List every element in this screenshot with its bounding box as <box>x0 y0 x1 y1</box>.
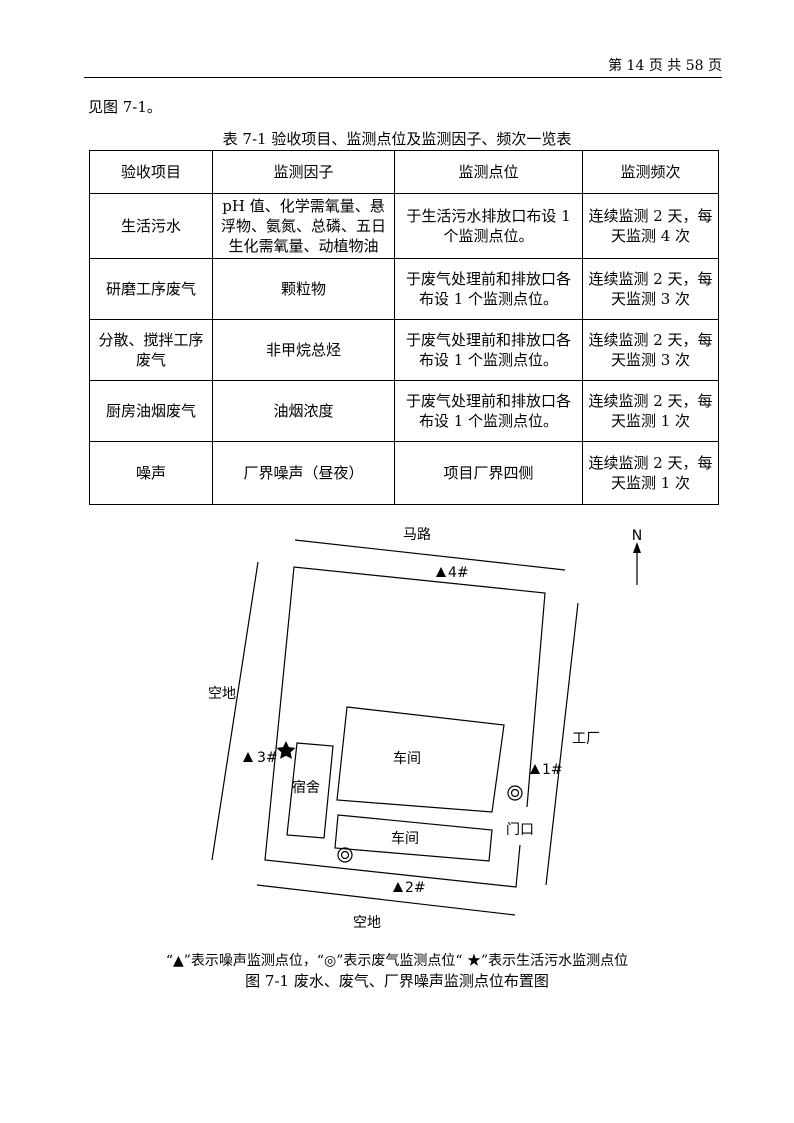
noise-point-triangle-icon <box>393 882 403 892</box>
east-boundary-line <box>545 602 579 886</box>
point-4-label: 4# <box>448 565 469 581</box>
dormitory-building <box>286 742 334 839</box>
workshop-2-label: 车间 <box>391 830 419 847</box>
south-boundary-line <box>256 884 516 916</box>
table-caption: 表 7-1 验收项目、监测点位及监测因子、频次一览表 <box>222 130 572 148</box>
figure-caption: 图 7-1 废水、废气、厂界噪声监测点位布置图 <box>245 972 549 990</box>
table-cell: 分散、搅拌工序废气 <box>89 319 213 381</box>
point-1-label: 1# <box>542 762 563 778</box>
table-cell: 于生活污水排放口布设 1 个监测点位。 <box>394 193 583 259</box>
table-header-row: 验收项目 监测因子 监测点位 监测频次 <box>89 150 719 194</box>
table-cell: 连续监测 2 天，每天监测 3 次 <box>582 319 719 381</box>
exhaust-point-inner-icon <box>510 788 520 798</box>
table-cell: 连续监测 2 天，每天监测 3 次 <box>582 258 719 320</box>
south-empty-land-label: 空地 <box>353 915 381 931</box>
header-cell: 验收项目 <box>89 150 213 194</box>
table-cell: 厂界噪声（昼夜） <box>212 441 395 505</box>
point-3-label: 3# <box>257 750 278 766</box>
site-layout-diagram: 马路 N 4# 空地 工厂 车间 3# 1# 宿舍 门口 车间 2# 空地 <box>208 527 642 931</box>
table-row: 生活污水 pH 值、化学需氧量、悬浮物、氨氮、总磷、五日生化需氧量、动植物油 于… <box>89 193 719 259</box>
table-row: 研磨工序废气 颗粒物 于废气处理前和排放口各布设 1 个监测点位。 连续监测 2… <box>89 258 719 320</box>
noise-point-triangle-icon <box>243 752 253 762</box>
west-boundary-line <box>211 561 259 861</box>
gate-label: 门口 <box>506 822 534 838</box>
table-row: 厨房油烟废气 油烟浓度 于废气处理前和排放口各布设 1 个监测点位。 连续监测 … <box>89 380 719 442</box>
west-empty-land-label: 空地 <box>208 686 236 702</box>
wastewater-point-star-icon <box>276 741 296 759</box>
page-header: 第 14 页 共 58 页 <box>84 57 722 78</box>
table-cell: 非甲烷总烃 <box>212 319 395 381</box>
exhaust-point-icon <box>507 785 523 801</box>
table-cell: 颗粒物 <box>212 258 395 320</box>
table-cell: 于废气处理前和排放口各布设 1 个监测点位。 <box>394 258 583 320</box>
header-cell: 监测点位 <box>394 150 583 194</box>
workshop-1-label: 车间 <box>393 750 421 767</box>
diagram-legend: “▲”表示噪声监测点位，“◎”表示废气监测点位“ ★”表示生活污水监测点位 <box>165 953 629 969</box>
road-label: 马路 <box>403 527 431 543</box>
page-number: 第 14 页 共 58 页 <box>608 58 722 74</box>
point-2-label: 2# <box>405 880 426 896</box>
table-cell: 于废气处理前和排放口各布设 1 个监测点位。 <box>394 380 583 442</box>
table-cell: pH 值、化学需氧量、悬浮物、氨氮、总磷、五日生化需氧量、动植物油 <box>212 193 395 259</box>
table-row: 噪声 厂界噪声（昼夜） 项目厂界四侧 连续监测 2 天，每天监测 1 次 <box>89 441 719 505</box>
north-label: N <box>632 528 642 544</box>
table-row: 分散、搅拌工序废气 非甲烷总烃 于废气处理前和排放口各布设 1 个监测点位。 连… <box>89 319 719 381</box>
exhaust-point-icon <box>337 847 353 863</box>
workshop-2-building <box>334 814 493 862</box>
table-cell: 项目厂界四侧 <box>394 441 583 505</box>
table-cell: 于废气处理前和排放口各布设 1 个监测点位。 <box>394 319 583 381</box>
table-cell: 生活污水 <box>89 193 213 259</box>
north-arrow-icon <box>633 542 641 553</box>
table-cell: 连续监测 2 天，每天监测 4 次 <box>582 193 719 259</box>
exhaust-point-inner-icon <box>340 850 350 860</box>
dormitory-label: 宿舍 <box>292 779 320 796</box>
table-cell: 厨房油烟废气 <box>89 380 213 442</box>
noise-point-triangle-icon <box>530 764 540 774</box>
noise-point-triangle-icon <box>436 567 446 577</box>
header-cell: 监测频次 <box>582 150 719 194</box>
workshop-1-building <box>336 706 505 813</box>
east-factory-label: 工厂 <box>572 731 600 747</box>
table-cell: 连续监测 2 天，每天监测 1 次 <box>582 380 719 442</box>
monitoring-table: 验收项目 监测因子 监测点位 监测频次 生活污水 pH 值、化学需氧量、悬浮物、… <box>89 150 719 505</box>
table-cell: 连续监测 2 天，每天监测 1 次 <box>582 441 719 505</box>
table-cell: 噪声 <box>89 441 213 505</box>
header-cell: 监测因子 <box>212 150 395 194</box>
road-line <box>294 539 566 571</box>
figure-reference: 见图 7-1。 <box>88 98 162 116</box>
site-boundary <box>264 566 546 888</box>
table-cell: 研磨工序废气 <box>89 258 213 320</box>
table-cell: 油烟浓度 <box>212 380 395 442</box>
